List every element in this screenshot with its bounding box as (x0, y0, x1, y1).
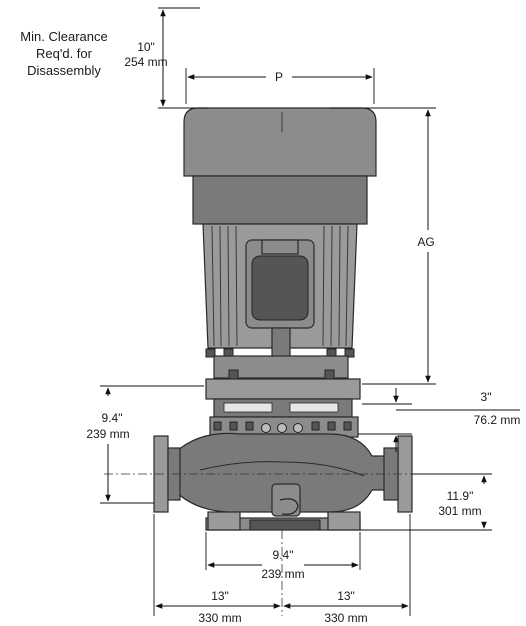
motor-top-cover (183, 107, 377, 177)
centerline-height-imperial-label: 9.4" (102, 411, 123, 425)
motor-lower-flange (213, 355, 349, 379)
centerline-bottom-imperial-label: 11.9" (447, 489, 474, 503)
top-clearance-metric-label: 254 mm (124, 55, 167, 69)
motor-bolts (205, 348, 355, 358)
base-to-flange-metric-label: 76.2 mm (474, 413, 521, 427)
pump-illustration (153, 107, 413, 531)
clearance-note-line-2: Req'd. for (36, 46, 93, 61)
seal-bolts (213, 421, 352, 433)
right-half-imperial-label: 13" (337, 589, 355, 603)
clearance-note-line-3: Disassembly (27, 63, 101, 78)
left-half-imperial-label: 13" (211, 589, 229, 603)
foot-span-imperial-label: 9.4" (273, 548, 294, 562)
motor-width-label: P (275, 70, 283, 84)
drain-plug (279, 498, 299, 515)
motor-height-label: AG (417, 235, 434, 249)
base-center (249, 519, 321, 531)
clearance-note-line-1: Min. Clearance (20, 29, 107, 44)
motor-fins (211, 225, 349, 347)
centerline-height-metric-label: 239 mm (86, 427, 129, 441)
left-half-metric-label: 330 mm (198, 611, 241, 625)
top-clearance-imperial-label: 10" (137, 40, 155, 54)
right-foot (327, 511, 361, 531)
motor-band (192, 175, 368, 225)
base-to-flange-imperial-label: 3" (481, 390, 492, 404)
foot-span-metric-label: 239 mm (261, 567, 304, 581)
left-foot (207, 511, 241, 531)
drain-boss (271, 483, 301, 517)
right-half-metric-label: 330 mm (324, 611, 367, 625)
terminal-box-cap (261, 239, 299, 255)
volute-inner-line (199, 461, 365, 477)
terminal-box (251, 255, 309, 321)
adapter-plate (205, 378, 361, 400)
clearance-note: Min. Clearance Req'd. for Disassembly (20, 29, 107, 78)
coupling-windows (223, 402, 339, 413)
centerline-bottom-metric-label: 301 mm (438, 504, 481, 518)
